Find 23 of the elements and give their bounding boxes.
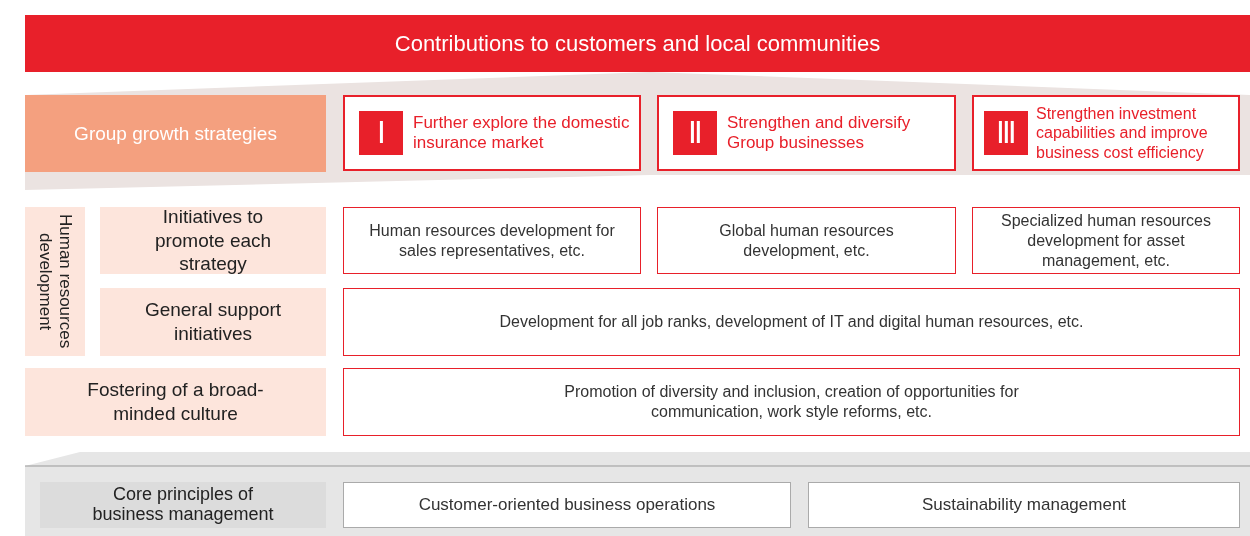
strategy-text: Strengthen and diversify Group businesses bbox=[727, 112, 912, 154]
initiative-box: Specialized human resources development for asset management, etc. bbox=[972, 207, 1240, 274]
category-box: Fostering of a broad-minded culture bbox=[25, 368, 326, 436]
category-box: General support initiatives bbox=[100, 288, 326, 356]
category-box: Initiatives to promote each strategy bbox=[100, 207, 326, 274]
principle-box: Customer-oriented business operations bbox=[343, 482, 791, 528]
principle-box: Sustainability management bbox=[808, 482, 1240, 528]
roman-numeral-badge: Ⅲ bbox=[984, 111, 1028, 155]
strategy-heading-box: Group growth strategies bbox=[25, 95, 326, 172]
strategy-text: Further explore the domestic insurance market bbox=[413, 112, 631, 154]
initiative-box: Development for all job ranks, development of IT and digital human resources, etc. bbox=[343, 288, 1240, 356]
banner: Contributions to customers and local communities bbox=[25, 15, 1250, 72]
initiative-box: Promotion of diversity and inclusion, creation of opportunities for communication, work style reforms, etc. bbox=[343, 368, 1240, 436]
roman-numeral-badge: Ⅱ bbox=[673, 111, 717, 155]
strategy-text: Strengthen investment capabilities and improve business cost efficiency bbox=[1036, 104, 1209, 162]
initiative-box: Human resources development for sales representatives, etc. bbox=[343, 207, 641, 274]
strategy-box bbox=[657, 95, 956, 171]
principle-heading-box: Core principles of business management bbox=[40, 482, 326, 528]
strategy-box bbox=[972, 95, 1240, 171]
strategy-box bbox=[343, 95, 641, 171]
category-box: Human resources development bbox=[25, 207, 85, 356]
initiative-box: Global human resources development, etc. bbox=[657, 207, 956, 274]
roman-numeral-badge: Ⅰ bbox=[359, 111, 403, 155]
